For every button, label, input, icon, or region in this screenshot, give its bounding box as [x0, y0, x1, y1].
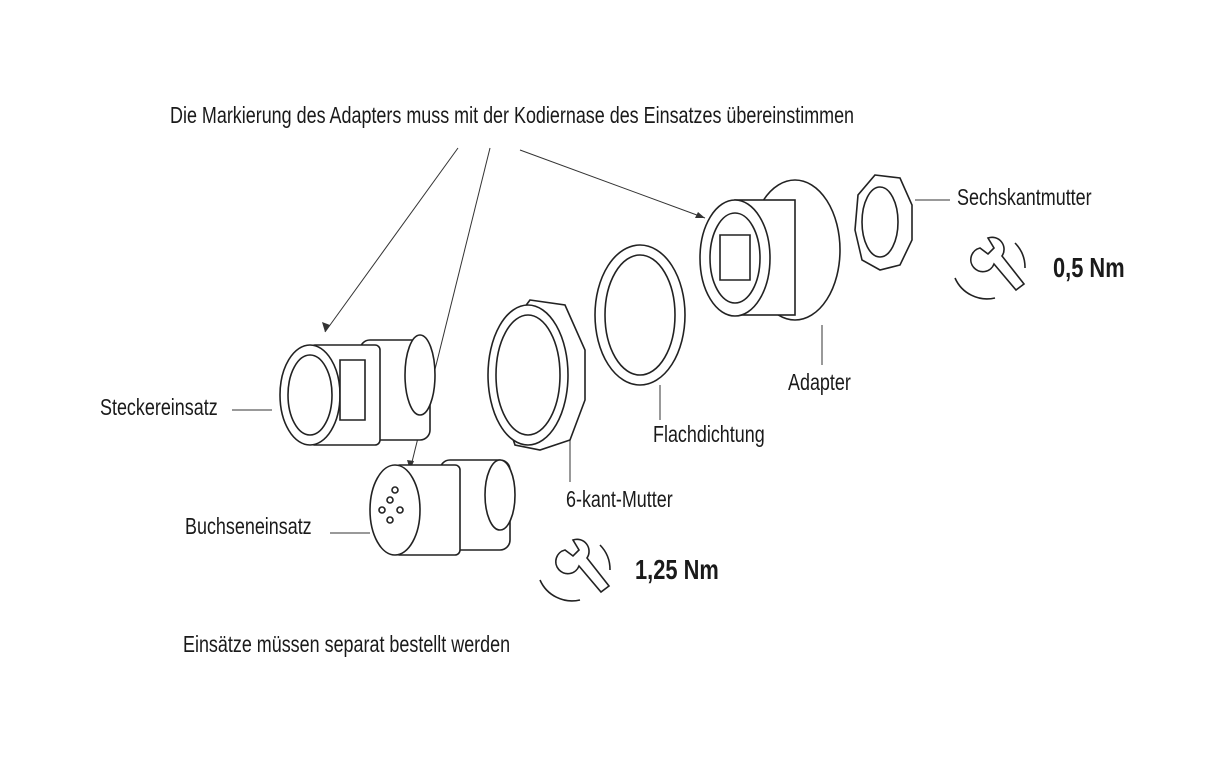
note-bottom: Einsätze müssen separat bestellt werden: [183, 631, 511, 657]
wrench-icon: [539, 538, 611, 602]
label-sechskantmutter: Sechskantmutter: [957, 184, 1092, 210]
small-hex-nut-part: [854, 174, 913, 271]
leader-line-plug: [324, 147, 459, 333]
torque-small-nut: 0,5 Nm: [1053, 252, 1125, 283]
label-steckereinsatz: Steckereinsatz: [100, 394, 218, 420]
label-flachdichtung: Flachdichtung: [653, 421, 765, 447]
wrench-icon: [954, 236, 1026, 300]
torque-hex-nut: 1,25 Nm: [635, 554, 719, 585]
label-adapter: Adapter: [788, 369, 851, 395]
hex-nut-part: [487, 299, 586, 451]
adapter-part: [699, 179, 841, 321]
leader-line-adapter: [519, 149, 706, 219]
label-6-kant-mutter: 6-kant-Mutter: [566, 486, 673, 512]
plug-insert-part: [279, 334, 436, 446]
note-top: Die Markierung des Adapters muss mit der…: [170, 102, 855, 128]
socket-insert-part: [369, 459, 516, 556]
label-buchseneinsatz: Buchseneinsatz: [185, 513, 312, 539]
flat-seal-part: [594, 244, 686, 386]
